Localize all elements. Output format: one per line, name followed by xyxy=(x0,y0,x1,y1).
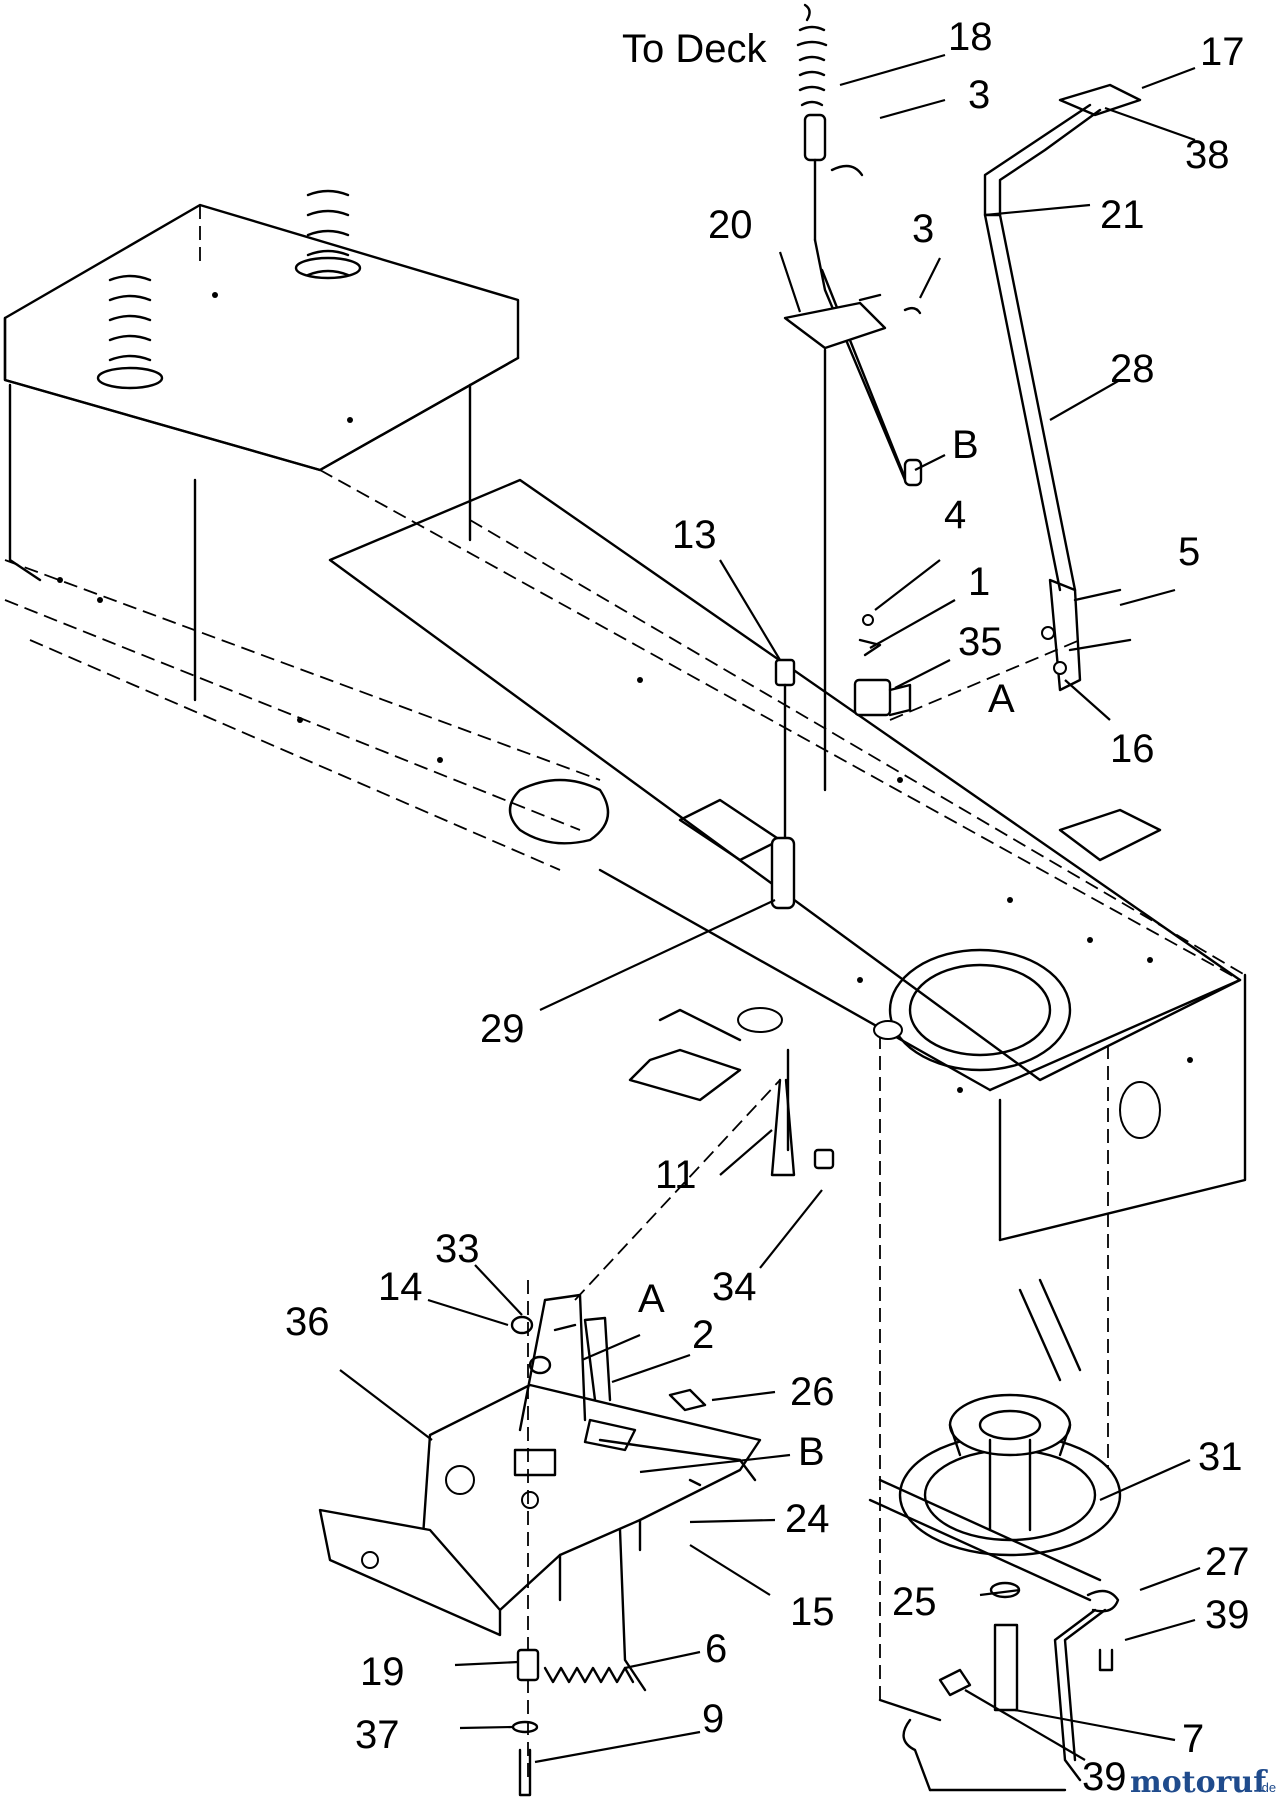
callout-16: 16 xyxy=(1110,727,1155,771)
callout-6: 6 xyxy=(705,1627,727,1671)
deck-lift-cable xyxy=(783,3,923,792)
callout-29: 29 xyxy=(480,1007,525,1051)
watermark: motoruf .de xyxy=(1130,1765,1276,1800)
callout-19: 19 xyxy=(360,1650,405,1694)
frame-holes xyxy=(57,292,1193,1093)
main-frame xyxy=(3,189,1247,1722)
callout-36: 36 xyxy=(285,1300,330,1344)
mount-bracket xyxy=(318,1079,781,1780)
callout-14: 14 xyxy=(378,1265,423,1309)
callout-13: 13 xyxy=(672,513,717,557)
callout-38: 38 xyxy=(1185,133,1230,177)
callout-3-lower: 3 xyxy=(912,207,934,251)
pivot-hardware xyxy=(770,658,835,1177)
callout-26: 26 xyxy=(790,1370,835,1414)
callout-21: 21 xyxy=(1100,193,1145,237)
callout-24: 24 xyxy=(785,1497,830,1541)
callout-18: 18 xyxy=(948,15,993,59)
callout-a-upper: A xyxy=(988,677,1015,721)
watermark-suffix: .de xyxy=(1258,1780,1276,1795)
interlock-switch xyxy=(853,614,1081,721)
callout-7: 7 xyxy=(1182,1717,1204,1761)
callout-20: 20 xyxy=(708,203,753,247)
callout-3-upper: 3 xyxy=(968,73,990,117)
callout-27: 27 xyxy=(1205,1540,1250,1584)
callouts: To Deck 18 17 3 38 20 3 21 28 B 4 13 1 5… xyxy=(285,15,1250,1799)
lift-lever xyxy=(983,83,1142,692)
callout-35: 35 xyxy=(958,620,1003,664)
callout-9: 9 xyxy=(702,1697,724,1741)
callout-5: 5 xyxy=(1178,530,1200,574)
callout-b-lower: B xyxy=(798,1430,825,1474)
callout-39-upper: 39 xyxy=(1205,1593,1250,1637)
callout-4: 4 xyxy=(944,493,966,537)
callout-31: 31 xyxy=(1198,1435,1243,1479)
callout-34: 34 xyxy=(712,1265,757,1309)
callout-11: 11 xyxy=(655,1153,697,1197)
callout-25: 25 xyxy=(892,1580,937,1624)
callout-b-upper: B xyxy=(952,423,979,467)
callout-1: 1 xyxy=(968,560,990,604)
lower-hardware xyxy=(511,1528,647,1797)
callout-28: 28 xyxy=(1110,347,1155,391)
callout-15: 15 xyxy=(790,1590,835,1634)
to-deck-label: To Deck xyxy=(622,27,767,71)
callout-33: 33 xyxy=(435,1227,480,1271)
callout-37: 37 xyxy=(355,1713,400,1757)
drive-pulley xyxy=(868,1278,1122,1792)
callout-a-lower: A xyxy=(638,1277,665,1321)
callout-17: 17 xyxy=(1200,30,1245,74)
leader-lines xyxy=(339,53,1201,1764)
watermark-brand: motoruf xyxy=(1130,1765,1268,1800)
callout-2: 2 xyxy=(692,1313,714,1357)
callout-39-lower: 39 xyxy=(1082,1755,1127,1799)
